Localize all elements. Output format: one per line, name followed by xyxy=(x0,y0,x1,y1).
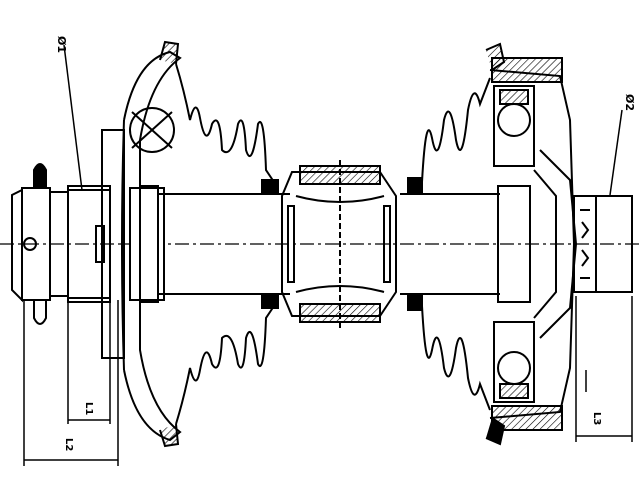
left-top-label-group: Ø1 xyxy=(55,36,83,191)
dim-label-large-left: L2 xyxy=(63,438,74,451)
right-stub-shaft xyxy=(573,195,633,293)
dimension-left-large xyxy=(23,300,119,466)
dim-label-small-left: L1 xyxy=(83,402,94,415)
right-top-label-group: Ø2 xyxy=(609,94,636,196)
dim-label-right: L3 xyxy=(591,412,602,425)
dimension-right xyxy=(575,296,633,442)
center-damper xyxy=(281,160,397,330)
left-stub-shaft xyxy=(11,163,111,325)
left-top-label: Ø1 xyxy=(55,36,68,53)
left-boot xyxy=(175,63,279,425)
right-top-label: Ø2 xyxy=(623,94,636,111)
right-cv-joint xyxy=(489,57,578,431)
left-cv-joint xyxy=(101,40,182,448)
right-leader-line xyxy=(609,109,623,196)
dimension-left-small xyxy=(67,300,111,424)
left-leader-line xyxy=(63,44,83,191)
